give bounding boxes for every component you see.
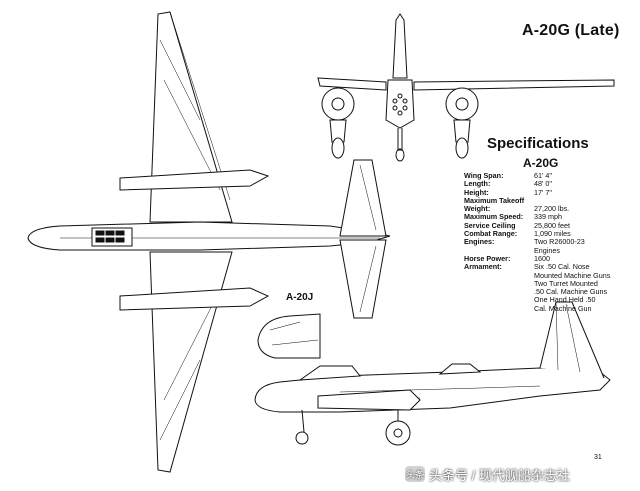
spec-value: 25,800 feet (534, 220, 570, 230)
spec-value: Mounted Machine Guns (534, 270, 611, 280)
spec-row: Wing Span: 61' 4" (464, 171, 634, 180)
spec-row: Cal. Machine Gun (464, 303, 634, 313)
spec-label (464, 288, 534, 296)
spec-row: Height: 17' 7" (464, 187, 634, 197)
spec-row: Armament: Six .50 Cal. Nose (464, 262, 634, 272)
spec-label: Weight: (464, 204, 491, 214)
spec-value: 17' 7" (534, 187, 552, 197)
spec-label: Horse Power: (464, 253, 511, 263)
spec-label: Height: (464, 187, 489, 197)
spec-row: Combat Range: 1,090 miles (464, 229, 634, 239)
spec-label: Engines: (464, 237, 495, 247)
spec-row: Engines (464, 245, 634, 255)
spec-label: Armament: (464, 262, 502, 272)
side-view (254, 301, 611, 446)
aircraft-title: A-20G (Late) (522, 22, 620, 39)
spec-value: 27,200 lbs. (534, 204, 570, 214)
spec-value: Engines (534, 245, 560, 255)
spec-label: Wing Span: (464, 171, 504, 180)
spec-label (464, 280, 534, 288)
spec-label: Maximum Speed: (464, 212, 524, 222)
spec-value: .50 Cal. Machine Guns (534, 287, 608, 297)
spec-value: Cal. Machine Gun (534, 303, 592, 313)
spec-value: 61' 4" (534, 171, 552, 180)
spec-row: Maximum Takeoff (464, 195, 634, 205)
spec-value: 339 mph (534, 212, 562, 222)
spec-value: Six .50 Cal. Nose (534, 262, 590, 272)
spec-value: 1,090 miles (534, 229, 571, 239)
spec-row: .50 Cal. Machine Guns (464, 287, 634, 297)
spec-row: Maximum Speed: 339 mph (464, 212, 634, 222)
spec-label (464, 272, 534, 280)
spec-row: Service Ceiling 25,800 feet (464, 220, 634, 230)
spec-row: Weight: 27,200 lbs. (464, 204, 634, 214)
spec-value: Two R26000-23 (534, 237, 585, 247)
spec-label: Length: (464, 179, 491, 189)
spec-label (464, 305, 534, 313)
spec-row: Length: 48' 0" (464, 179, 634, 189)
spec-row: One Hand Held .50 (464, 295, 634, 305)
spec-label: Maximum Takeoff (464, 195, 525, 205)
a20j-nose-detail (257, 313, 321, 359)
top-view (27, 11, 391, 473)
watermark: 头条 头条号 / 现代舰船杂志社 (405, 463, 635, 485)
spec-label (464, 296, 534, 304)
page-number: 31 (594, 454, 602, 461)
spec-value: 1600 (534, 253, 550, 263)
spec-label: Combat Range: (464, 229, 518, 239)
spec-row: Engines: Two R26000-23 (464, 237, 634, 247)
spec-row: Horse Power: 1600 (464, 253, 634, 263)
spec-value: One Hand Held .50 (534, 295, 596, 305)
spec-value: Two Turret Mounted (534, 278, 598, 288)
specifications-model: A-20G (523, 156, 559, 170)
watermark-logo: 头条 (405, 466, 425, 482)
specifications-heading: Specifications (487, 135, 589, 152)
watermark-text: 头条号 / 现代舰船杂志社 (429, 467, 570, 483)
spec-label: Service Ceiling (464, 220, 516, 230)
specifications-table: Wing Span: 61' 4" Length: 48' 0" Height: 17' … (464, 171, 634, 313)
front-view (317, 13, 615, 162)
spec-row: Mounted Machine Guns (464, 270, 634, 280)
spec-row: Two Turret Mounted (464, 278, 634, 288)
spec-value: 48' 0" (534, 179, 552, 189)
variant-label: A-20J (286, 292, 314, 303)
